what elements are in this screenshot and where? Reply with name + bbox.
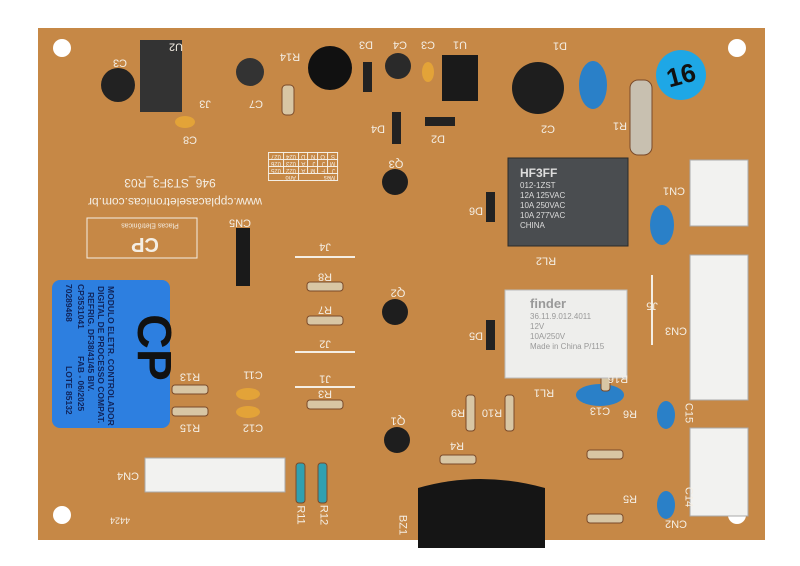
ref-d1: D1 [552,39,568,52]
board-logo: CP [131,233,159,255]
ref-r16: R16 [607,372,629,385]
transistors [382,169,410,453]
ref-r12: R12 [317,504,330,526]
ref-r5: R5 [622,492,638,505]
ref-r6: R6 [622,407,638,420]
ref-c15: C15 [682,402,695,424]
buzzer-bz1 [418,479,545,548]
label-line: REFRIG. DF38/41/45 BIV. [86,292,96,392]
ic-u1 [442,55,478,101]
ref-q1: Q1 [390,414,406,427]
ref-d6: D6 [468,204,484,217]
ref-c12: C12 [242,421,264,434]
connectors [144,159,749,517]
ref-r14: R14 [279,50,301,63]
ref-j2: J2 [319,337,331,350]
ref-c8: C8 [182,133,198,146]
ref-r9: R9 [450,406,466,419]
ref-u1: U1 [452,38,468,51]
ref-q3: Q3 [388,157,404,170]
ref-j1: J1 [319,372,331,385]
ref-r15: R15 [179,421,201,434]
ref-d4: D4 [370,122,386,135]
product-label: CP MODULO ELETR. CONTROLADOR DIGITAL DE … [52,280,180,428]
ref-d2: D2 [430,132,446,145]
ref-c4: C4 [392,38,408,51]
ref-r11: R11 [294,505,307,525]
ref-cn1: CN1 [662,184,686,197]
ref-c14: C14 [682,486,695,508]
ref-r7: R7 [317,303,333,316]
ref-r3: R3 [317,387,333,400]
ref-cn3: CN3 [664,324,688,337]
label-line: CP3531041 [76,284,86,329]
ref-u2: U2 [168,40,184,53]
label-line: 70289468 [64,284,74,322]
ref-c11: C11 [243,368,263,381]
ceramic-capacitors [576,61,675,519]
jumper-lines [295,256,653,388]
ref-cn2: CN2 [664,517,688,530]
ref-bz1: BZ1 [396,514,409,536]
ref-j3: J3 [199,97,211,110]
ref-c3b: C3 [420,38,436,51]
relay-rl2 [507,157,629,247]
logo-box [86,217,198,259]
electrolytic-capacitors [101,46,564,114]
board-part-code: 946_ST3F3_R03 [124,176,216,190]
ref-q2: Q2 [390,286,406,299]
ref-cn5: CN5 [228,216,252,229]
ref-d3: D3 [358,38,374,51]
ref-r13: R13 [179,370,201,383]
board-logo-sub: Placas Eletrônicas [121,221,179,229]
ref-c3: C3 [112,56,128,69]
label-line: MODULO ELETR. CONTROLADOR [106,286,116,426]
header-cn5 [236,228,250,286]
board-website: www.cpplacaseletronicas.com.br [87,195,263,209]
ref-c7: C7 [248,97,264,110]
label-line: FAB - 06/2025 [76,356,86,412]
label-line: LOTE 85132 [64,366,74,415]
ref-r1: R1 [612,119,628,132]
ref-j5: J5 [646,299,658,312]
ref-rl2: RL2 [535,254,557,267]
ref-r8: R8 [317,270,333,283]
ref-r4: R4 [449,439,465,452]
ref-rl1: RL1 [533,386,555,399]
regulator-u2 [140,40,182,112]
ref-c2: C2 [540,122,556,135]
ref-c13: C13 [589,404,611,417]
ref-cn4: CN4 [116,469,140,482]
ref-d5: D5 [468,329,484,342]
label-logo: CP [126,314,180,381]
ref-r10: R10 [481,406,503,419]
relay-rl1 [504,289,628,379]
label-line: DIGITAL DE PROCESSO COMPAT. [96,286,106,424]
small-capacitors [175,62,434,418]
board-marks: 4424 [109,515,131,526]
diodes [363,62,495,350]
ref-j4: J4 [319,240,331,253]
